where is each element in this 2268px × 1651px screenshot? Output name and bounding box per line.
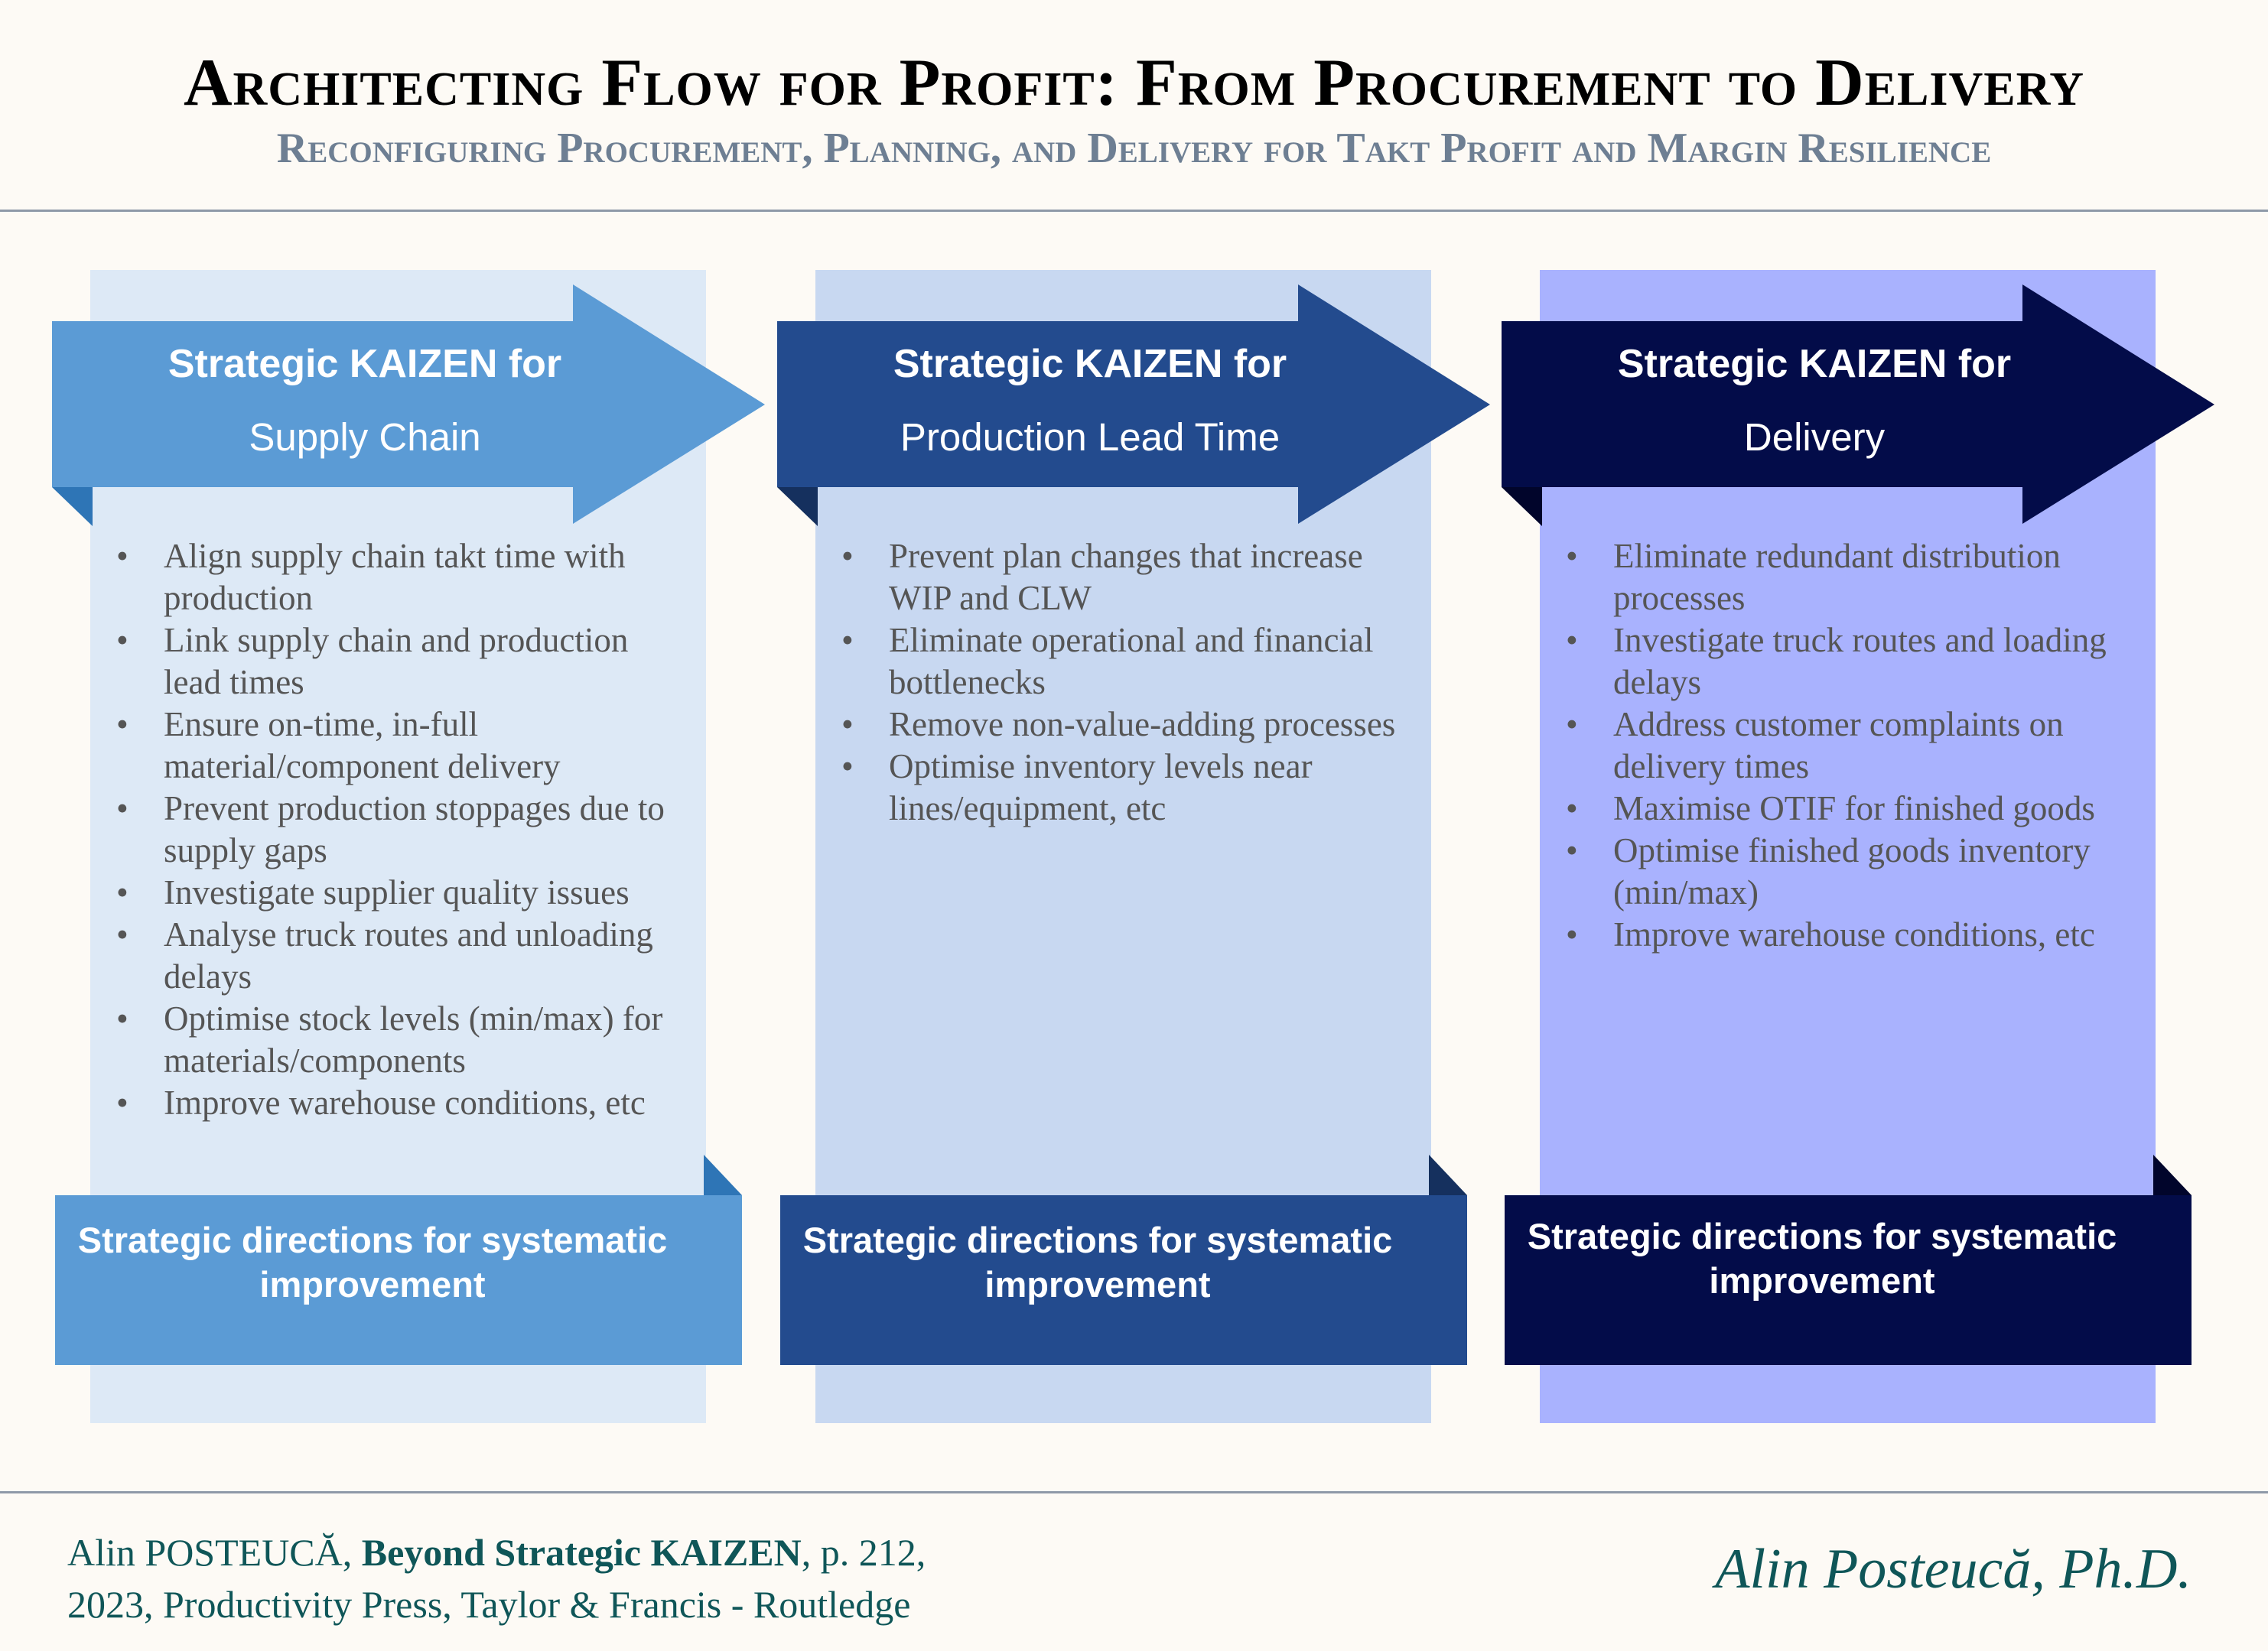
list-item: Prevent plan changes that increase WIP a… <box>841 535 1400 619</box>
header-divider <box>0 210 2268 212</box>
list-item: Maximise OTIF for finished goods <box>1566 788 2124 830</box>
list-item: Remove non-value-adding processes <box>841 704 1400 746</box>
list-item: Investigate supplier quality issues <box>116 872 675 914</box>
arrow-label-supply-chain: Strategic KAIZEN for Supply Chain <box>132 336 598 465</box>
list-item: Ensure on-time, in-full material/compone… <box>116 704 675 788</box>
list-item: Improve warehouse conditions, etc <box>116 1082 675 1124</box>
box-body <box>1505 1195 2192 1365</box>
page-subtitle: Reconfiguring Procurement, Planning, and… <box>276 125 1992 172</box>
footer-divider <box>0 1491 2268 1493</box>
arrow-label-production-lead-time: Strategic KAIZEN for Production Lead Tim… <box>857 336 1323 465</box>
list-item: Optimise inventory levels near lines/equ… <box>841 746 1400 830</box>
box-fold <box>1429 1155 1467 1195</box>
bottom-label-delivery: Strategic directions for systematic impr… <box>1527 1216 2117 1301</box>
list-item: Eliminate operational and financial bott… <box>841 619 1400 704</box>
citation-publisher: 2023, Productivity Press, Taylor & Franc… <box>67 1583 911 1626</box>
citation-author: Alin POSTEUCĂ, <box>67 1531 362 1574</box>
arrow-fold <box>52 487 93 526</box>
arrow-production-lead-time <box>777 284 1490 526</box>
arrow-supply-chain <box>52 284 765 526</box>
box-fold <box>2153 1155 2192 1195</box>
arrow-fold <box>1502 487 1542 526</box>
bottom-box-supply-chain <box>55 1155 742 1365</box>
page-title: Architecting Flow for Profit: From Procu… <box>183 46 2085 120</box>
arrow-topic: Supply Chain <box>249 415 481 459</box>
box-body <box>780 1195 1467 1365</box>
bullet-list-production: Prevent plan changes that increase WIP a… <box>841 535 1400 830</box>
list-item: Analyse truck routes and unloading delay… <box>116 914 675 998</box>
list-item: Prevent production stoppages due to supp… <box>116 788 675 872</box>
citation-page: , p. 212, <box>801 1531 926 1574</box>
author-signature: Alin Posteucă, Ph.D. <box>1715 1538 2192 1601</box>
arrow-body <box>52 284 765 524</box>
footer-citation: Alin POSTEUCĂ, Beyond Strategic KAIZEN, … <box>67 1526 926 1630</box>
list-item: Improve warehouse conditions, etc <box>1566 914 2124 956</box>
list-item: Align supply chain takt time with produc… <box>116 535 675 619</box>
bottom-label-supply-chain: Strategic directions for systematic impr… <box>77 1220 668 1305</box>
arrow-delivery <box>1502 284 2214 526</box>
list-item: Optimise finished goods inventory (min/m… <box>1566 830 2124 914</box>
arrow-body <box>1502 284 2214 524</box>
arrow-heading: Strategic KAIZEN for <box>168 342 562 386</box>
list-item: Optimise stock levels (min/max) for mate… <box>116 998 675 1082</box>
citation-book-title: Beyond Strategic KAIZEN <box>361 1531 802 1574</box>
list-item: Link supply chain and production lead ti… <box>116 619 675 704</box>
list-item: Address customer complaints on delivery … <box>1566 704 2124 788</box>
box-body <box>55 1195 742 1365</box>
arrow-label-delivery: Strategic KAIZEN for Delivery <box>1581 336 2048 465</box>
arrow-body <box>777 284 1490 524</box>
bullet-list-delivery: Eliminate redundant distribution process… <box>1566 535 2124 956</box>
arrow-topic: Delivery <box>1743 415 1886 459</box>
list-item: Eliminate redundant distribution process… <box>1566 535 2124 619</box>
arrow-topic: Production Lead Time <box>900 415 1280 459</box>
bottom-box-delivery <box>1505 1155 2192 1365</box>
arrow-fold <box>777 487 818 526</box>
arrow-heading: Strategic KAIZEN for <box>1617 342 2012 386</box>
list-item: Investigate truck routes and loading del… <box>1566 619 2124 704</box>
arrow-heading: Strategic KAIZEN for <box>893 342 1287 386</box>
bullet-list-supply-chain: Align supply chain takt time with produc… <box>116 535 675 1124</box>
bottom-label-production: Strategic directions for systematic impr… <box>802 1220 1393 1305</box>
bottom-box-production <box>780 1155 1467 1365</box>
box-fold <box>704 1155 742 1195</box>
